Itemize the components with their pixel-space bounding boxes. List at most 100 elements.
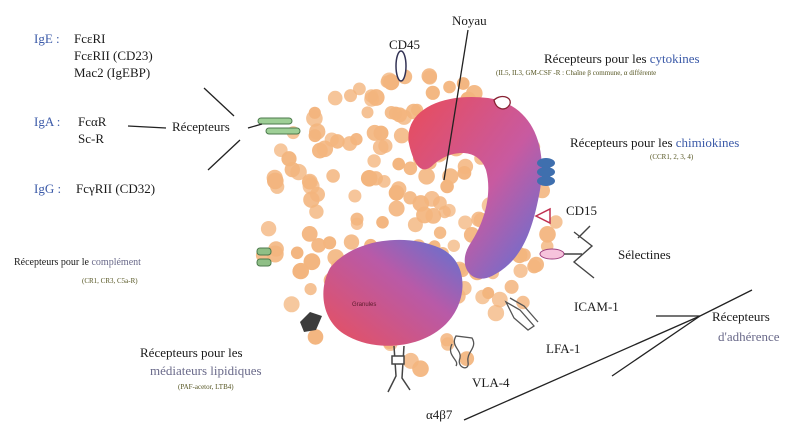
selectins-label: Sélectines — [618, 248, 671, 261]
vla-4-label: VLA-4 — [472, 376, 510, 389]
granule — [361, 170, 378, 187]
granule — [302, 226, 318, 242]
granule — [514, 264, 528, 278]
granule — [267, 173, 284, 190]
adhesion-receptors-line2: d'adhérence — [718, 330, 780, 343]
icam-1-label: ICAM-1 — [574, 300, 619, 313]
a4b7-label: α4β7 — [426, 408, 452, 421]
nucleus-label: Noyau — [452, 14, 487, 27]
cytokine-receptors-detail: (IL5, IL3, GM-CSF -R : Chaîne β commune,… — [496, 70, 656, 77]
ige-receptor-1: FcεRI — [74, 32, 105, 45]
granule — [362, 106, 374, 118]
ige-receptor-3: Mac2 (IgEBP) — [74, 66, 150, 79]
granule — [344, 234, 359, 249]
granule — [344, 89, 357, 102]
granule — [381, 73, 397, 89]
complement-receptors-detail: (CR1, CR3, C5a-R) — [82, 278, 138, 285]
granule — [458, 159, 473, 174]
cytokine-prefix: Récepteurs pour les — [544, 51, 647, 66]
leader-lines — [128, 30, 752, 420]
granule — [505, 280, 519, 294]
granule — [549, 215, 562, 228]
granule — [309, 129, 322, 142]
granule — [389, 201, 405, 217]
chemokine-receptors-detail: (CCR1, 2, 3, 4) — [650, 154, 693, 161]
igg-receptor: FcγRII (CD32) — [76, 182, 155, 195]
granule — [539, 226, 556, 243]
lipid-receptor-shape — [300, 312, 322, 332]
iga-receptor-2: Sc-R — [78, 132, 104, 145]
granule — [418, 168, 435, 185]
granule — [492, 292, 508, 308]
ig-receptor-shape — [258, 118, 300, 134]
granule — [293, 263, 309, 279]
granule — [459, 351, 474, 366]
granule-caption: Granules — [352, 302, 376, 308]
granule — [426, 86, 440, 100]
granule — [392, 158, 405, 171]
iga-receptor-1: FcαR — [78, 115, 106, 128]
nucleus-lower-lobe — [323, 240, 462, 346]
granule — [325, 133, 339, 147]
chemokine-highlight: chimiokines — [676, 135, 740, 150]
granule — [378, 175, 391, 188]
ige-receptor-2: FcεRII (CD23) — [74, 49, 153, 62]
granule — [305, 283, 317, 295]
granule — [394, 128, 410, 144]
cd45-label: CD45 — [389, 38, 420, 51]
granule — [328, 91, 343, 106]
a4b7-shape — [388, 346, 410, 392]
iga-label: IgA : — [34, 115, 60, 128]
lfa-1-label: LFA-1 — [546, 342, 580, 355]
granule — [261, 221, 276, 236]
granule — [488, 305, 504, 321]
granule — [326, 169, 340, 183]
chemokine-receptors-title: Récepteurs pour les chimiokines — [570, 136, 739, 149]
lipid-mediators-line1: Récepteurs pour les — [140, 346, 243, 359]
receptors-group-label: Récepteurs — [172, 120, 230, 133]
granule — [367, 154, 380, 167]
granule — [376, 216, 389, 229]
cytokine-receptors-title: Récepteurs pour les cytokines — [544, 52, 700, 65]
granule — [374, 126, 389, 141]
cytokine-highlight: cytokines — [650, 51, 700, 66]
granule — [310, 187, 325, 202]
lipid-mediators-line2: médiateurs lipidiques — [150, 364, 262, 377]
granule — [434, 227, 446, 239]
granule — [443, 204, 456, 217]
granule — [443, 81, 456, 94]
granule — [291, 247, 304, 260]
chemokine-prefix: Récepteurs pour les — [570, 135, 673, 150]
granule — [422, 68, 438, 84]
chemokine-receptor-shape — [537, 158, 555, 186]
complement-highlight: complément — [91, 257, 140, 268]
granule — [365, 89, 378, 102]
granule — [389, 185, 405, 201]
cd45-receptor-shape — [396, 51, 406, 81]
igg-label: IgG : — [34, 182, 61, 195]
lipid-mediators-detail: (PAF-acetor, LTB4) — [178, 384, 234, 391]
complement-receptors-title: Récepteurs pour le complément — [14, 258, 141, 268]
granule — [378, 139, 392, 153]
granule — [412, 360, 429, 377]
granule — [351, 218, 363, 230]
granule — [475, 290, 490, 305]
ige-label: IgE : — [34, 32, 60, 45]
granule — [290, 164, 306, 180]
granule — [416, 207, 433, 224]
granule — [448, 240, 460, 252]
adhesion-receptors-line1: Récepteurs — [712, 310, 770, 323]
granule — [342, 136, 357, 151]
complement-prefix: Récepteurs pour le — [14, 257, 89, 268]
granule — [284, 296, 300, 312]
granule — [312, 143, 328, 159]
granule — [392, 107, 407, 122]
granule — [348, 190, 361, 203]
cd15-shape — [536, 209, 550, 223]
granule — [309, 205, 323, 219]
granule — [308, 329, 324, 345]
granule — [527, 260, 541, 274]
granule — [274, 143, 288, 157]
cd15-label: CD15 — [566, 204, 597, 217]
